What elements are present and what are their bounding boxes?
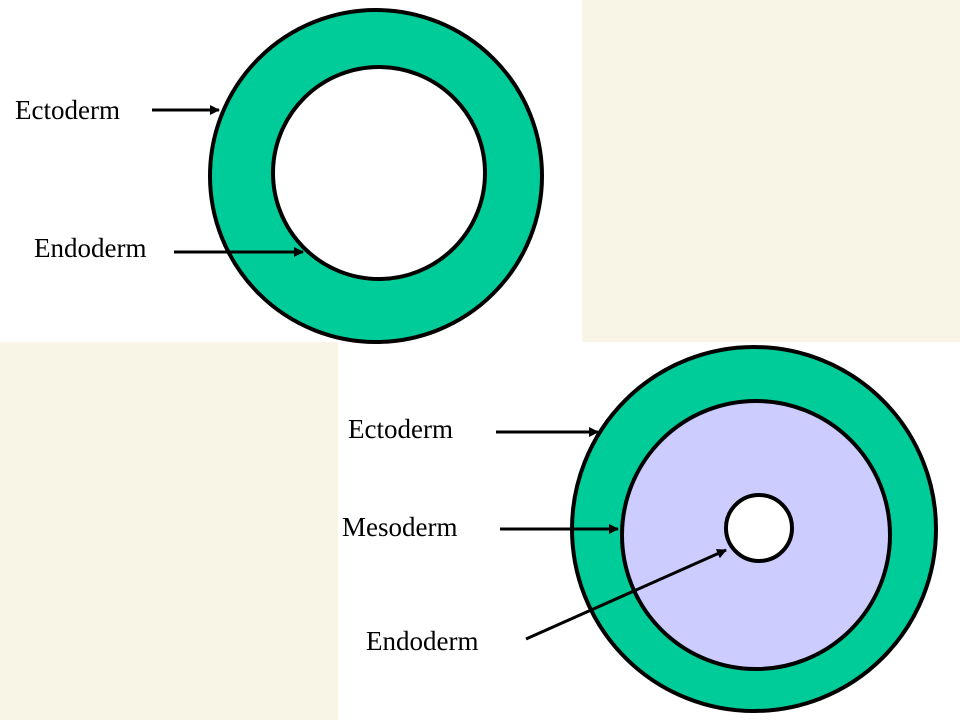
ectoderm-label: Ectoderm (348, 414, 453, 444)
mesoderm-label: Mesoderm (342, 512, 457, 542)
endoderm-label: Endoderm (366, 626, 478, 656)
ectoderm-label: Ectoderm (15, 95, 120, 125)
endoderm-label: Endoderm (34, 233, 146, 263)
endoderm-cavity (271, 65, 487, 281)
endoderm-cavity (724, 493, 794, 563)
diploblast-diagram: Ectoderm Endoderm (15, 8, 544, 344)
endoderm-arrow (525, 548, 727, 641)
triploblast-diagram: Ectoderm Mesoderm Endoderm (342, 345, 938, 713)
